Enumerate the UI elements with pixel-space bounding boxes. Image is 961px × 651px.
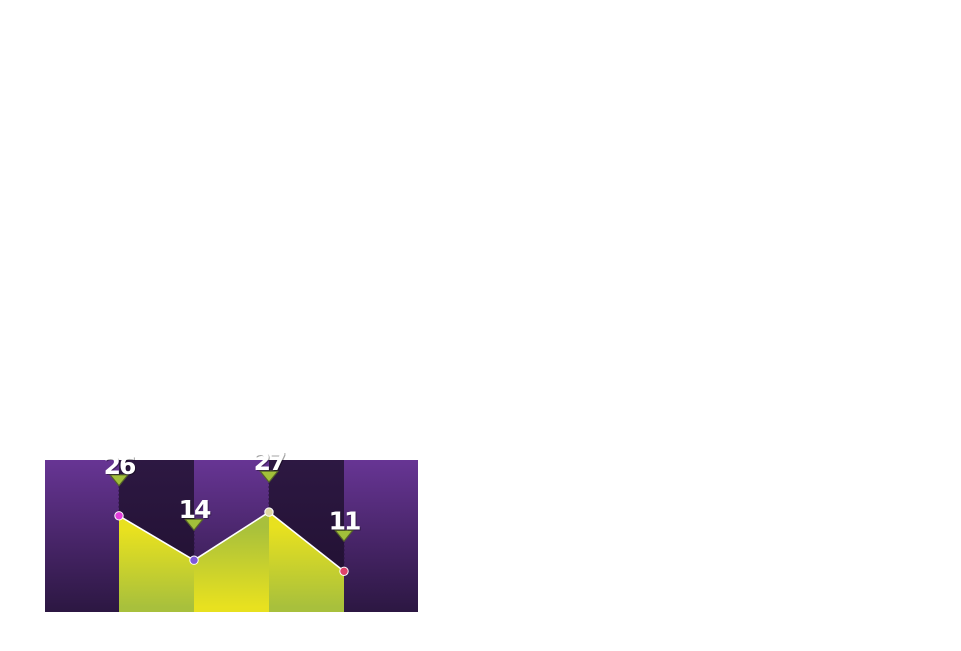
data-point xyxy=(114,511,124,521)
data-point xyxy=(189,555,199,565)
area-fills xyxy=(119,512,344,612)
series-line xyxy=(118,511,345,572)
data-label-shadow: 14 xyxy=(180,496,212,525)
plot-background-bands xyxy=(45,460,418,612)
triangle-marker xyxy=(184,518,204,531)
area-segment xyxy=(269,512,344,612)
data-label: 11 xyxy=(329,506,360,535)
label-markers xyxy=(109,470,354,542)
data-label-shadow: 11 xyxy=(330,507,361,536)
background-band xyxy=(45,460,119,612)
background-band xyxy=(344,460,418,612)
data-label: 14 xyxy=(179,495,211,524)
data-label: 27 xyxy=(254,447,285,476)
triangle-marker xyxy=(334,529,354,542)
triangle-marker xyxy=(259,470,279,483)
area-segment xyxy=(194,512,269,612)
data-label-shadow: 26 xyxy=(105,452,137,481)
data-points xyxy=(114,507,349,576)
data-label-shadow: 27 xyxy=(255,448,286,477)
data-point xyxy=(264,507,274,517)
area-segment xyxy=(119,515,194,612)
triangle-marker xyxy=(109,474,129,487)
data-point xyxy=(339,566,349,576)
series-polyline xyxy=(118,511,345,572)
guide-lines xyxy=(118,482,345,572)
data-label: 26 xyxy=(104,451,136,480)
